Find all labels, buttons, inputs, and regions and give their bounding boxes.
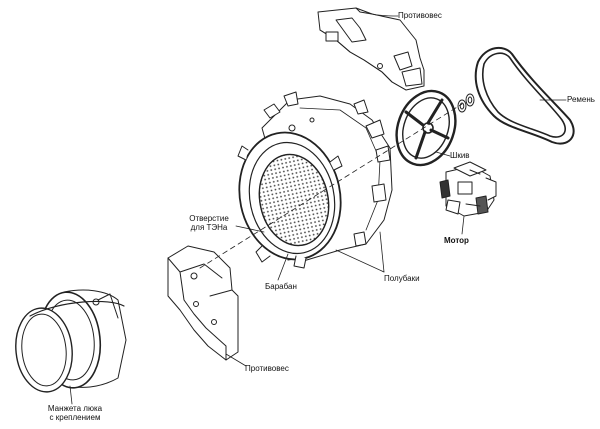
pulley — [395, 89, 457, 167]
pulley-washers — [457, 93, 475, 113]
label-door-seal: Манжета люка с креплением — [36, 404, 114, 422]
label-motor: Мотор — [444, 236, 469, 245]
label-counterweight-top: Противовес — [398, 11, 442, 20]
label-door-seal-line2: с креплением — [49, 413, 101, 422]
label-heater-hole: Отверстие для ТЭНа — [180, 214, 238, 232]
label-belt: Ремень — [567, 95, 595, 104]
label-half-tanks: Полубаки — [384, 274, 420, 283]
label-heater-hole-line1: Отверстие — [189, 214, 229, 223]
door-seal — [15, 289, 127, 393]
label-heater-hole-line2: для ТЭНа — [190, 223, 228, 232]
belt — [474, 46, 575, 145]
bottom-counterweight — [167, 245, 239, 361]
label-door-seal-line1: Манжета люка — [47, 404, 103, 413]
label-drum: Барабан — [265, 282, 297, 291]
top-counterweight — [317, 7, 425, 91]
drum — [258, 153, 330, 247]
motor — [439, 161, 497, 217]
axis-lines — [199, 103, 463, 269]
label-counterweight-bottom: Противовес — [245, 364, 289, 373]
leader-lines — [69, 13, 567, 405]
label-pulley: Шкив — [450, 151, 470, 160]
